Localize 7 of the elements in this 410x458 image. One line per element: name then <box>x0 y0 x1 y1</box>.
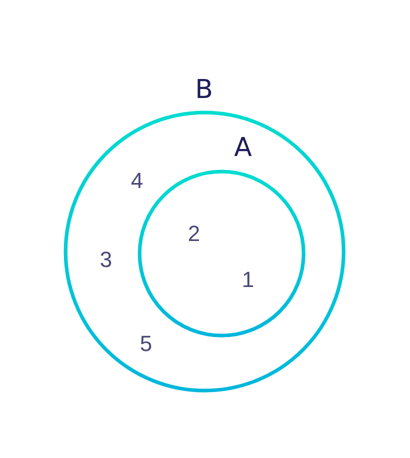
set-label: B <box>195 76 213 102</box>
element-number: 4 <box>130 170 144 192</box>
set-label: A <box>234 134 252 160</box>
element-number: 2 <box>188 223 200 245</box>
element-number: 3 <box>100 249 112 271</box>
element-number: 5 <box>140 333 152 355</box>
element-number: 1 <box>242 269 254 291</box>
